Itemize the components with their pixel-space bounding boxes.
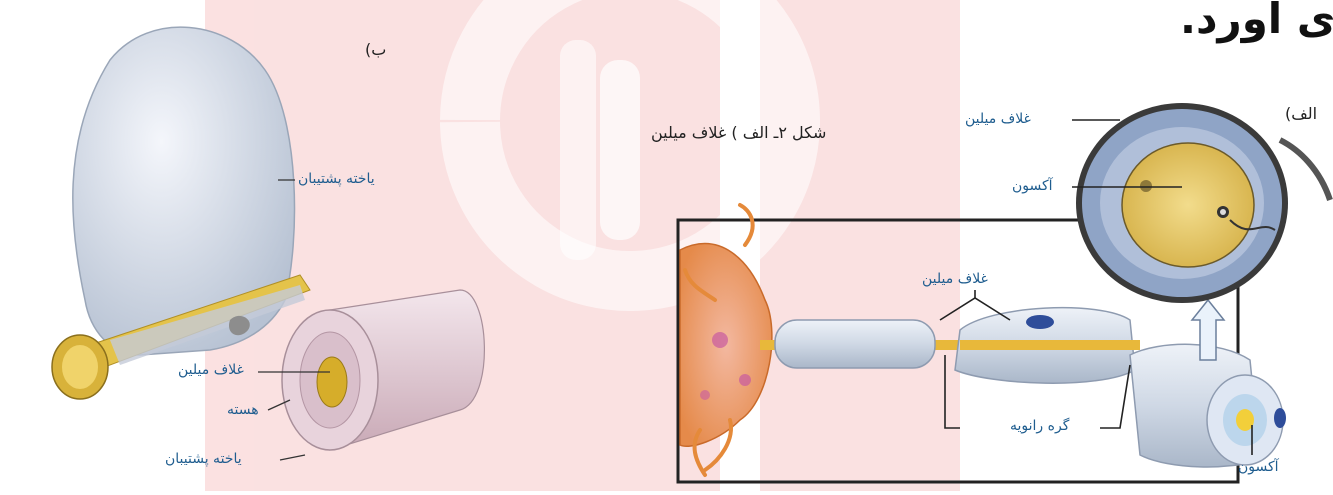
axon-cross-section [1076, 103, 1330, 303]
myelin-sheath-label-b: غلاف میلین [178, 362, 244, 378]
support-cell-label-top: یاخته پشتیبان [298, 171, 375, 187]
cross-section-myelin-label: غلاف میلین [965, 111, 1031, 127]
heading-fragment: ی آورد. [1180, 0, 1333, 43]
nucleus-label: هسته [227, 402, 259, 418]
cross-section-axon-label: آکسون [1012, 178, 1053, 194]
panel-a-letter: الف) [1285, 104, 1317, 123]
ranvier-node-label: گره رانویه [1010, 418, 1069, 434]
axon-label-bottom: آکسون [1238, 459, 1279, 475]
panel-b-letter: ب) [365, 40, 386, 59]
support-cell-label-bottom: یاخته پشتیبان [165, 451, 242, 467]
neuron-myelin-label: غلاف میلین [922, 271, 988, 287]
figure-caption: شکل ۲ـ الف ) غلاف میلین [651, 123, 826, 142]
